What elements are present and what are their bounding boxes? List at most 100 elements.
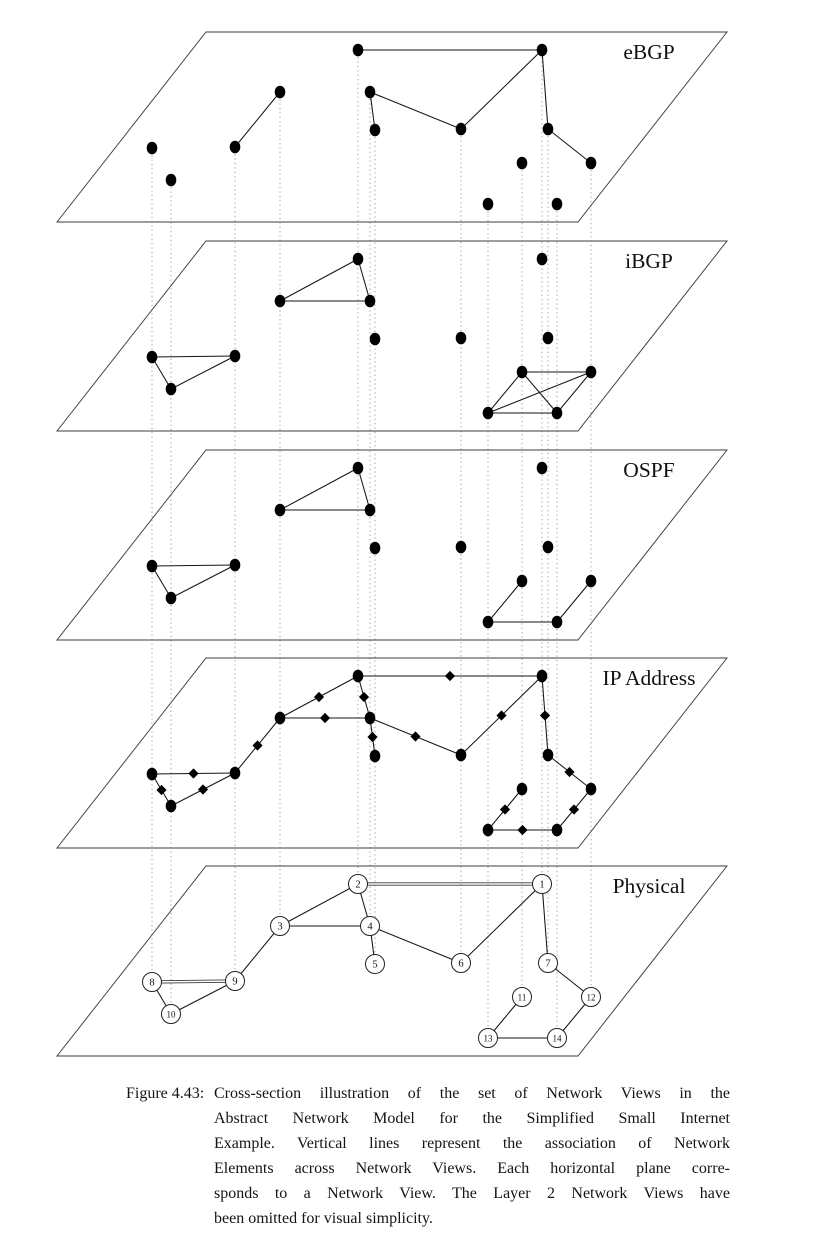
ebgp-node-14	[551, 197, 563, 211]
physical-edge-4-6	[369, 925, 462, 964]
ibgp-node-8	[146, 350, 158, 364]
ip-address-node-6	[455, 748, 467, 762]
caption-line-6: been omitted for visual simplicity.	[214, 1210, 433, 1228]
ospf-node-1	[536, 461, 548, 475]
ibgp-node-12	[585, 365, 597, 379]
plane-ip-address-label: IP Address	[603, 666, 696, 690]
physical-node-1	[532, 874, 552, 894]
ibgp-edge-2-4	[357, 258, 371, 302]
ibgp-node-11	[516, 365, 528, 379]
ospf-node-11	[516, 574, 528, 588]
physical-node-number-10: 10	[167, 1009, 177, 1019]
physical-double-edge-8-9-1	[151, 981, 236, 984]
physical-node-number-9: 9	[232, 976, 237, 987]
ip-address-node-5	[369, 749, 381, 763]
ip-address-marker-4-5	[367, 731, 378, 743]
ip-address-marker-2-1	[444, 670, 456, 682]
physical-node-number-3: 3	[277, 921, 282, 932]
ibgp-edge-8-10	[151, 356, 172, 390]
ibgp-node-14	[551, 406, 563, 420]
ip-address-node-8	[146, 767, 158, 781]
ebgp-node-10	[165, 173, 177, 187]
ospf-node-4	[364, 503, 376, 517]
ebgp-node-1	[536, 43, 548, 57]
physical-node-number-14: 14	[553, 1033, 563, 1043]
physical-edge-2-3	[279, 883, 359, 927]
ip-address-marker-7-12	[564, 766, 575, 778]
physical-node-number-4: 4	[367, 921, 373, 932]
ebgp-node-13	[482, 197, 494, 211]
ip-address-marker-8-9	[188, 768, 199, 779]
caption-line-5: sponds to a Network View. The Layer 2 Ne…	[214, 1185, 730, 1203]
plane-ebgp-label: eBGP	[623, 40, 674, 64]
ip-address-marker-2-4	[358, 691, 370, 703]
physical-node-10	[161, 1004, 181, 1024]
physical-node-number-1: 1	[539, 879, 544, 890]
ospf-node-3	[274, 503, 286, 517]
physical-node-3	[270, 916, 290, 936]
ebgp-edge-4-6	[369, 91, 462, 130]
ebgp-node-7	[542, 122, 554, 136]
ibgp-edge-11-13	[487, 371, 523, 414]
ebgp-node-2	[352, 43, 364, 57]
physical-node-number-6: 6	[458, 958, 463, 969]
plane-ospf-label: OSPF	[623, 458, 674, 482]
plane-ip-address: IP Address	[56, 657, 728, 849]
physical-node-number-13: 13	[484, 1033, 494, 1043]
physical-edge-1-7	[541, 883, 549, 964]
caption-line-2: Abstract Network Model for the Simplifie…	[214, 1110, 730, 1128]
physical-node-number-11: 11	[518, 992, 527, 1002]
plane-ibgp-outline	[56, 240, 728, 432]
physical-node-6	[451, 953, 471, 973]
ip-address-node-14	[551, 823, 563, 837]
ip-address-marker-2-3	[313, 691, 325, 703]
ip-address-node-4	[364, 711, 376, 725]
ibgp-edge-9-10	[170, 355, 236, 390]
ospf-node-12	[585, 574, 597, 588]
physical-node-number-12: 12	[587, 992, 596, 1002]
ospf-node-2	[352, 461, 364, 475]
ibgp-node-7	[542, 331, 554, 345]
ip-address-node-9	[229, 766, 241, 780]
ospf-node-14	[551, 615, 563, 629]
ibgp-node-6	[455, 331, 467, 345]
physical-node-8	[142, 972, 162, 992]
ip-address-marker-9-10	[197, 784, 209, 795]
ospf-edge-2-3	[279, 467, 359, 511]
ibgp-edge-2-3	[279, 258, 359, 302]
ebgp-node-11	[516, 156, 528, 170]
physical-node-5	[365, 954, 385, 974]
ip-address-node-12	[585, 782, 597, 796]
ip-address-marker-13-14	[517, 824, 528, 836]
caption-line-1: Figure 4.43:Cross-section illustration o…	[126, 1081, 730, 1106]
physical-node-4	[360, 916, 380, 936]
physical-node-2	[348, 874, 368, 894]
ospf-node-6	[455, 540, 467, 554]
physical-node-11	[512, 987, 532, 1007]
ospf-edge-11-13	[487, 580, 523, 623]
plane-ebgp: eBGP	[56, 31, 728, 223]
ebgp-edge-7-12	[547, 128, 592, 164]
physical-node-number-5: 5	[372, 959, 377, 970]
ip-address-node-7	[542, 748, 554, 762]
ip-address-marker-8-10	[156, 784, 167, 796]
ip-address-marker-1-7	[539, 710, 551, 721]
plane-ospf-outline	[56, 449, 728, 641]
ip-address-node-1	[536, 669, 548, 683]
ibgp-edge-8-9	[151, 355, 236, 358]
ibgp-edge-12-13	[487, 371, 592, 414]
ospf-edge-14-12	[556, 580, 592, 623]
ibgp-edge-12-14	[556, 371, 592, 414]
ip-address-node-2	[352, 669, 364, 683]
physical-node-number-8: 8	[149, 977, 154, 988]
ibgp-node-3	[274, 294, 286, 308]
physical-node-13	[478, 1028, 498, 1048]
ibgp-node-2	[352, 252, 364, 266]
ospf-edge-8-9	[151, 564, 236, 567]
plane-ebgp-outline	[56, 31, 728, 223]
ibgp-node-13	[482, 406, 494, 420]
plane-physical-label: Physical	[613, 874, 686, 898]
physical-edge-6-1	[460, 883, 543, 964]
ebgp-edge-1-7	[541, 49, 549, 130]
